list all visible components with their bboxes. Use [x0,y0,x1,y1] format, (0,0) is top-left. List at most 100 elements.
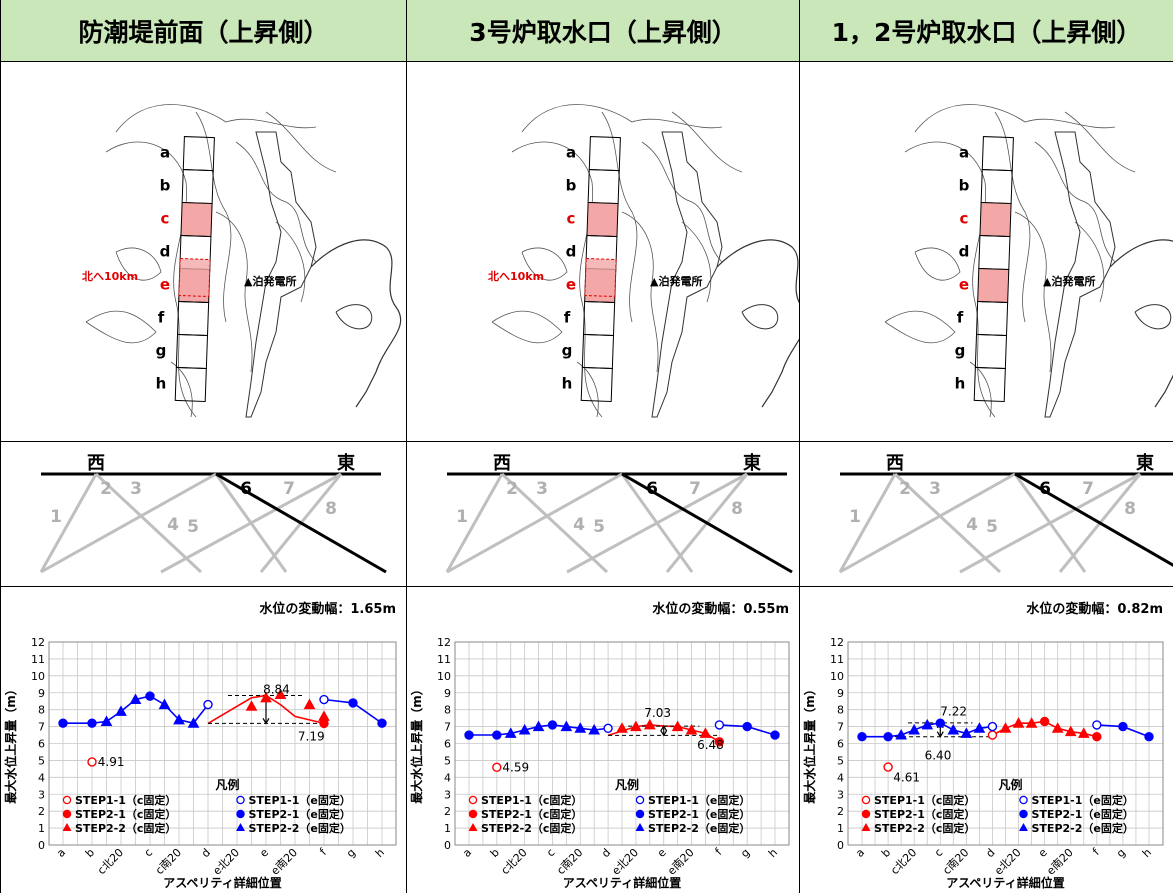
data-point [630,720,642,732]
coastline-east [310,239,402,408]
contour-line [521,104,723,133]
x-tick-label: b [879,846,893,860]
fault-number-4: 4 [966,515,978,535]
data-point [87,757,97,767]
legend-item: STEP2-1（e固定） [1032,807,1134,821]
plot-frame [847,641,1164,846]
segment-label-a: a [959,143,969,161]
panel-title: 3号炉取水口（上昇側） [407,0,799,62]
power-station-label: ▲泊発電所 [650,274,702,288]
segment-box-e-shifted [584,257,617,298]
data-point [588,723,601,735]
series-line-e-fixed [63,695,209,725]
y-tick-label: 5 [38,754,45,767]
contour-line [994,111,1031,323]
y-tick-label: 7 [38,721,45,734]
x-tick-label: d [599,846,613,860]
x-tick-label: a [460,846,474,860]
north-shift-label: 北へ10km [82,269,138,283]
data-point [574,722,587,733]
series-line-e-fixed [469,724,609,736]
x-tick-label: c [142,846,155,859]
y-tick-label: 5 [837,754,844,767]
east-label: 東 [337,452,355,474]
data-point [158,698,171,710]
chart-title: 水位の変動幅：0.55m [652,601,789,617]
chart-title: 水位の変動幅：0.82m [1026,601,1163,617]
segment-box-f [582,300,616,337]
x-tick-label: e北20 [992,846,1024,878]
west-label: 西 [493,453,511,474]
segment-label-f: f [158,308,165,326]
y-tick-label: 4 [837,771,844,784]
fault-plane-line [445,473,504,573]
y-tick-label: 11 [31,653,45,666]
segment-box-c [180,202,213,238]
legend-marker [861,795,871,805]
fault-number-8: 8 [325,499,337,519]
data-point [129,693,142,705]
fault-number-8: 8 [731,499,743,519]
contour-line [195,111,232,323]
y-tick-label: 10 [31,670,45,683]
legend-item: STEP2-1（e固定） [648,807,750,821]
contour-line [681,221,712,303]
y-tick-label: 8 [38,704,45,717]
fault-plane-line [500,472,609,574]
panel-title: 1，2号炉取水口（上昇側） [800,0,1173,62]
coastline-bay [741,304,779,330]
y-tick-label: 10 [437,670,451,683]
segment-box-c [979,202,1012,238]
data-point [973,722,986,733]
y-tick-label: 10 [830,670,844,683]
fault-number-1: 1 [456,507,468,527]
legend-item: STEP1-1（c固定） [75,793,176,807]
segment-label-b: b [160,176,171,194]
data-point [377,718,387,728]
data-point [1092,720,1102,730]
data-point [518,723,531,735]
segment-label-f: f [957,308,964,326]
contour-line [641,141,723,263]
fault-number-6: 6 [646,479,658,499]
legend-item: STEP2-1（c固定） [75,807,176,821]
x-tick-label: f [317,845,330,858]
segment-label-d: d [959,242,970,260]
x-tick-label: f [1090,845,1103,858]
data-point [319,694,329,705]
power-station-label: ▲泊発電所 [1043,274,1095,288]
contour-line [1014,211,1052,373]
fault-number-3: 3 [536,479,548,499]
segment-label-d: d [160,242,171,260]
segment-label-e: e [566,275,576,293]
legend-marker [62,795,72,805]
y-axis-label: 最大水位上昇量（m） [802,683,817,804]
contour-line [235,141,317,263]
data-point [348,698,358,708]
data-point [260,691,272,703]
data-point [857,732,867,742]
data-point [999,722,1012,733]
legend-marker [635,795,645,805]
y-tick-label: 2 [38,805,45,818]
x-tick-label: e北20 [609,846,641,878]
x-tick-label: g [1114,846,1128,860]
x-tick-label: h [373,846,387,860]
x-tick-label: b [83,846,97,860]
x-axis-label: アスペリティ詳細位置 [163,875,281,890]
data-point [947,723,960,735]
contour-line [105,141,197,418]
data-point [87,718,97,728]
fault-plane-line [893,472,1002,574]
data-point [895,729,907,740]
segment-label-f: f [564,308,571,326]
data-point [1144,732,1154,742]
x-tick-label: c北20 [95,846,126,877]
